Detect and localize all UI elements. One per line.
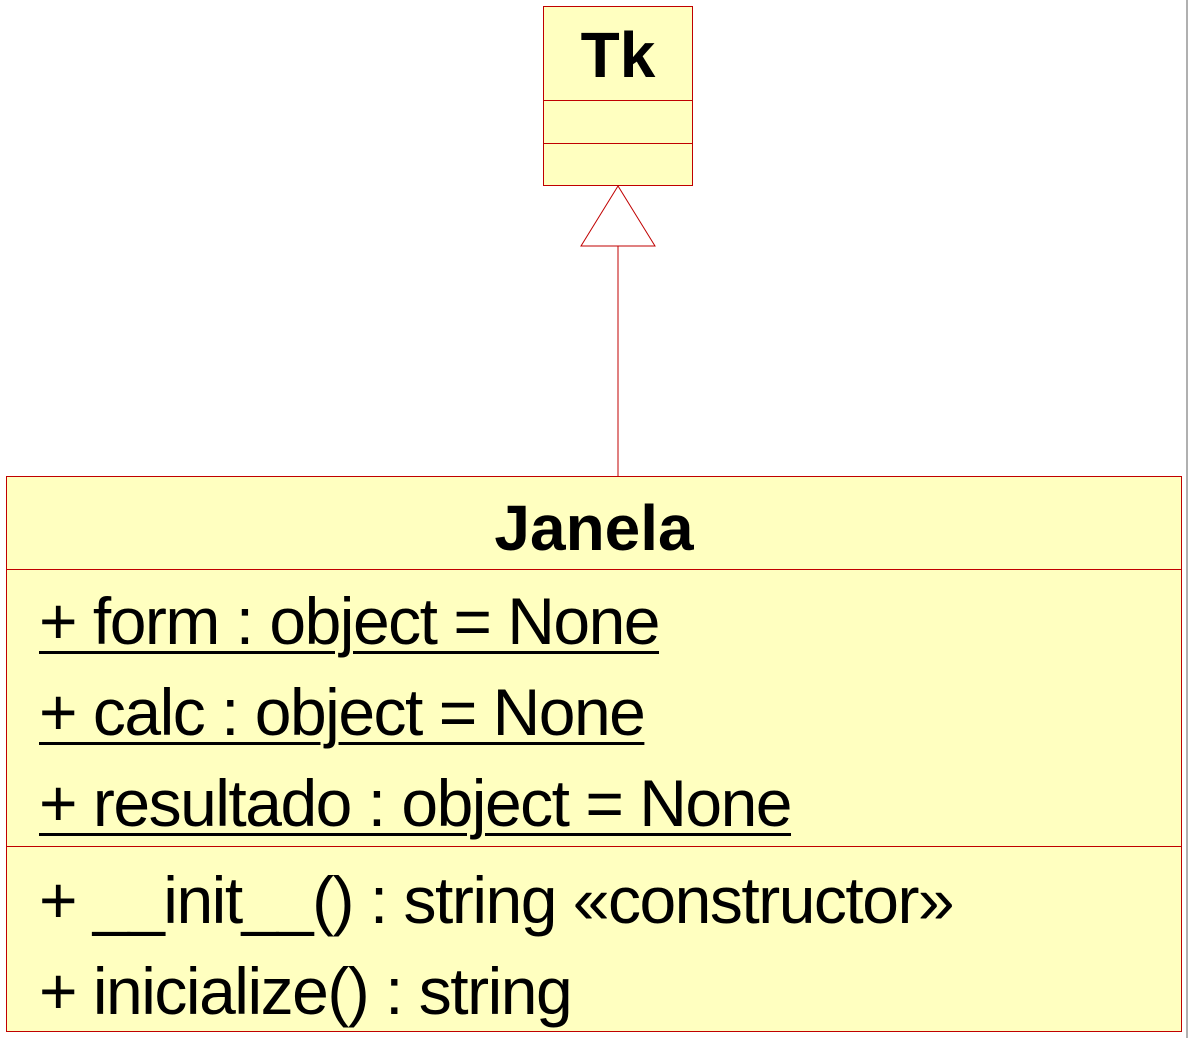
janela-operations-compartment: + __init__() : string «constructor» + in… xyxy=(7,846,1181,1037)
page-border xyxy=(1186,0,1188,1038)
tk-operations-compartment xyxy=(544,143,692,186)
janela-attributes-compartment: + form : object = None + calc : object =… xyxy=(7,569,1181,846)
class-name-tk: Tk xyxy=(580,19,656,91)
operation-inicialize: + inicialize() : string xyxy=(39,954,573,1028)
attribute-calc: + calc : object = None xyxy=(39,675,646,749)
generalization-arrowhead-icon xyxy=(580,185,656,247)
tk-attributes-compartment xyxy=(544,100,692,143)
attribute-resultado: + resultado : object = None xyxy=(39,766,793,840)
class-name-janela: Janela xyxy=(494,492,694,564)
class-janela[interactable]: Janela + form : object = None + calc : o… xyxy=(6,476,1182,1032)
class-tk[interactable]: Tk xyxy=(543,6,693,186)
operation-init: + __init__() : string «constructor» xyxy=(39,863,955,937)
attribute-form: + form : object = None xyxy=(39,584,661,658)
